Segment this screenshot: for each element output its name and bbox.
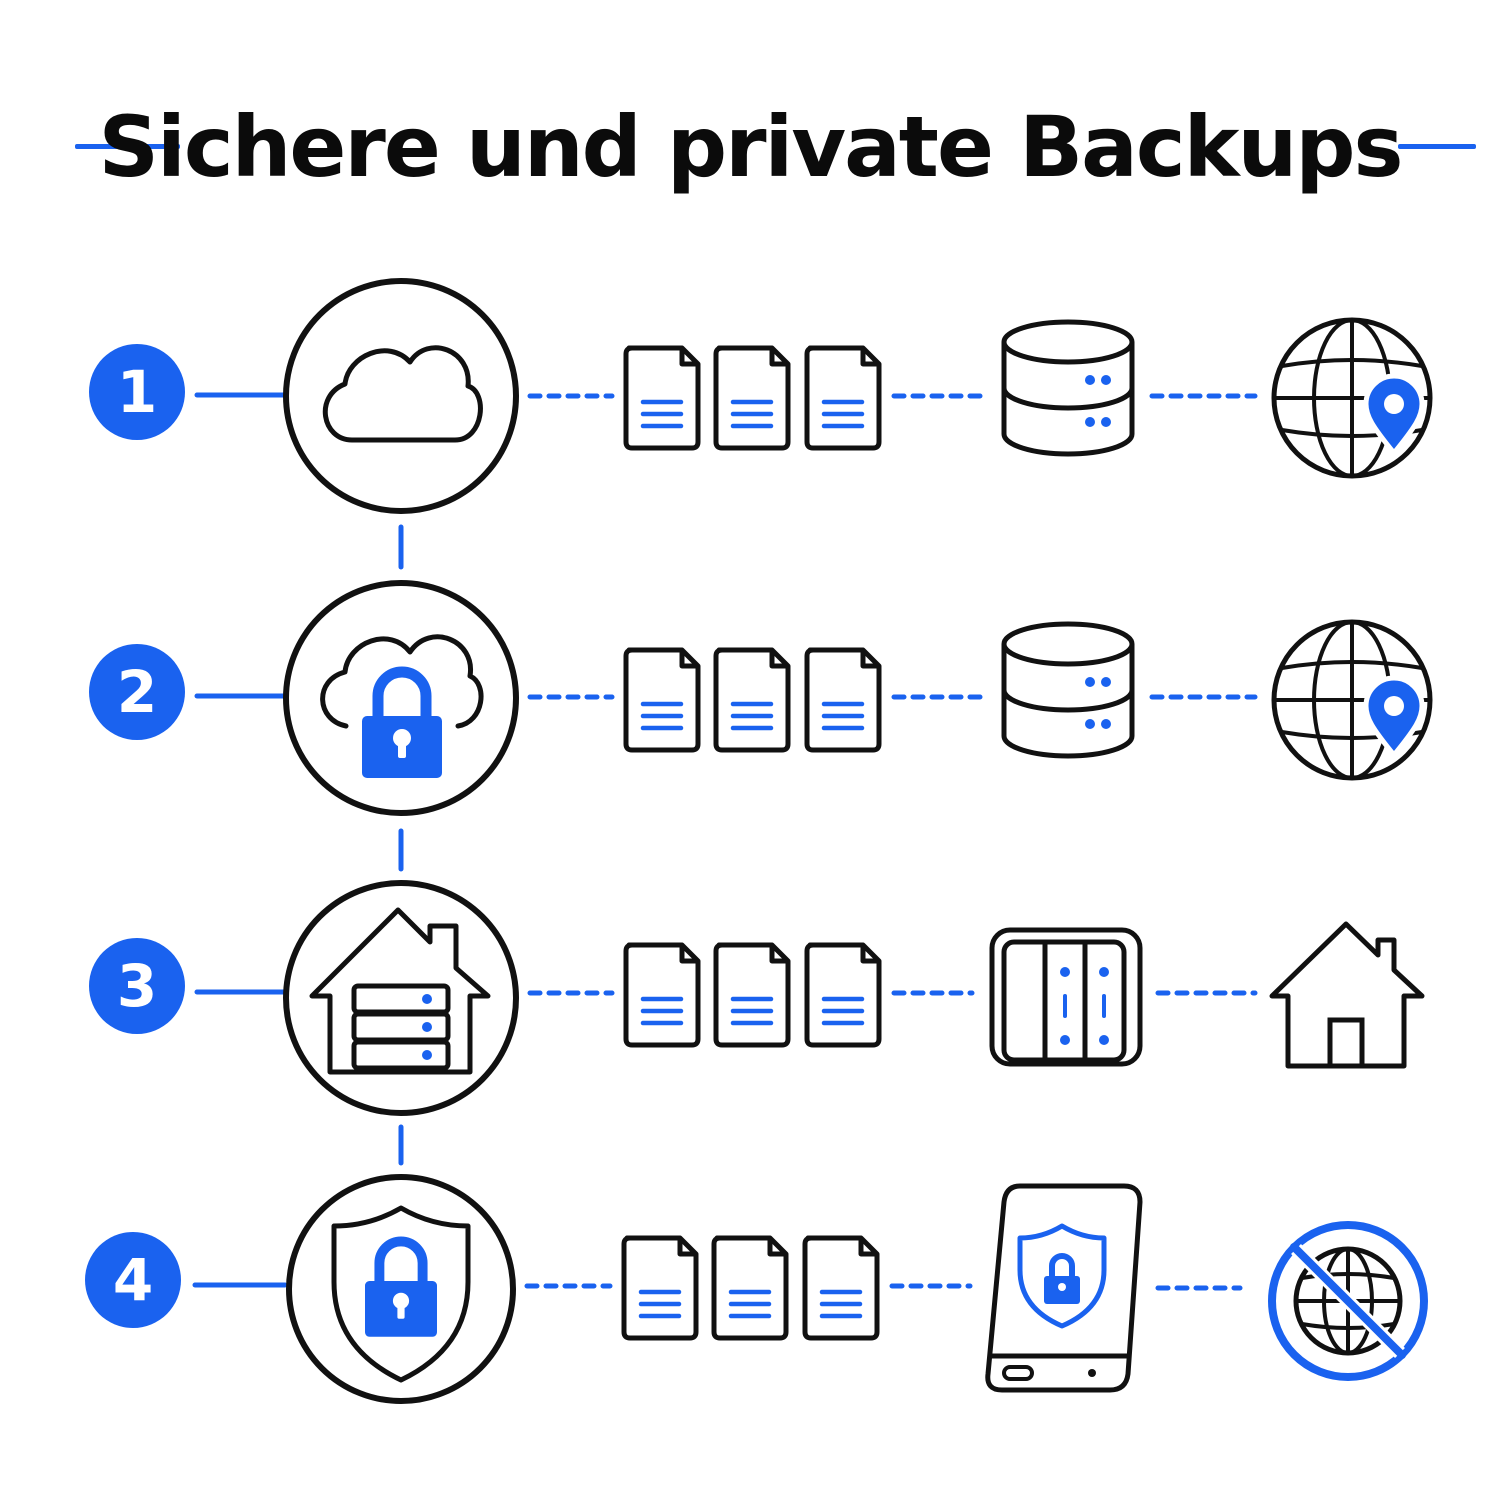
no-internet-icon: [1268, 1221, 1428, 1381]
row-3: 3: [89, 880, 1425, 1116]
step-number-2: 2: [117, 658, 157, 726]
globe-location-icon: [1274, 622, 1430, 778]
row-1: 1: [89, 278, 1430, 514]
step-badge-4: [85, 1232, 181, 1328]
documents-icon: [626, 650, 879, 750]
shield-lock-icon: [286, 1174, 516, 1404]
step-badge-3: [89, 938, 185, 1034]
home-server-icon: [283, 880, 519, 1116]
house-icon: [1269, 921, 1425, 1069]
documents-icon: [624, 1238, 877, 1338]
title-line-left: [75, 144, 180, 149]
nas-drive-icon: [989, 927, 1143, 1067]
cloud-icon: [283, 278, 519, 514]
step-number-3: 3: [117, 952, 157, 1020]
cloud-lock-icon: [283, 580, 519, 816]
documents-icon: [626, 348, 879, 448]
title-banner: Sichere und private Backups: [0, 92, 1500, 202]
row-2: 2: [89, 580, 1430, 816]
title-line-right: [1398, 144, 1476, 149]
page-title: Sichere und private Backups: [98, 98, 1404, 196]
encrypted-external-drive-icon: [985, 1183, 1143, 1393]
globe-location-icon: [1274, 320, 1430, 476]
database-icon: [1004, 322, 1132, 454]
step-number-4: 4: [113, 1246, 153, 1314]
step-badge-2: [89, 644, 185, 740]
database-icon: [1004, 624, 1132, 756]
row-4: 4: [85, 1174, 1428, 1404]
documents-icon: [626, 945, 879, 1045]
step-badge-1: [89, 344, 185, 440]
step-number-1: 1: [117, 358, 157, 426]
